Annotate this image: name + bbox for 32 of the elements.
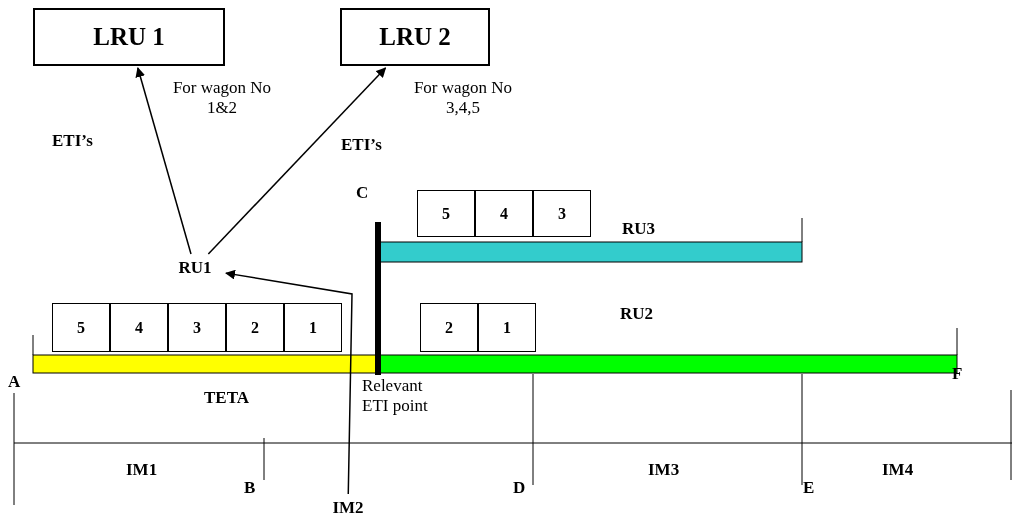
wagon-box: 4	[110, 303, 168, 352]
text-label: TETA	[204, 388, 251, 409]
wagon-box: 3	[533, 190, 591, 237]
wagon-box: 3	[168, 303, 226, 352]
text-label: B	[244, 478, 257, 499]
text-label: A	[8, 372, 22, 393]
unit-label: IM2	[316, 496, 380, 520]
text-label: RU3	[622, 219, 657, 240]
wagon-box: 4	[475, 190, 533, 237]
text-label: D	[513, 478, 527, 499]
unit-box: LRU 1	[33, 8, 225, 66]
wagon-box: 1	[478, 303, 536, 352]
wagon-box: 5	[52, 303, 110, 352]
wagon-box: 1	[284, 303, 342, 352]
text-label: C	[356, 183, 370, 204]
text-label: IM4	[882, 460, 915, 481]
text-label: For wagon No 3,4,5	[412, 78, 514, 119]
wagon-box: 5	[417, 190, 475, 237]
arrow	[135, 67, 192, 255]
text-label: IM3	[648, 460, 681, 481]
text-label: RU2	[620, 304, 655, 325]
unit-label: RU1	[166, 256, 224, 280]
unit-box: LRU 2	[340, 8, 490, 66]
text-label: F	[952, 364, 964, 385]
arrow	[207, 67, 387, 255]
text-label: For wagon No 1&2	[172, 78, 272, 119]
wagon-box: 2	[226, 303, 284, 352]
text-label: Relevant ETI point	[362, 376, 429, 417]
text-label: IM1	[126, 460, 159, 481]
wagon-box: 2	[420, 303, 478, 352]
text-label: E	[803, 478, 816, 499]
arrow	[225, 269, 353, 495]
